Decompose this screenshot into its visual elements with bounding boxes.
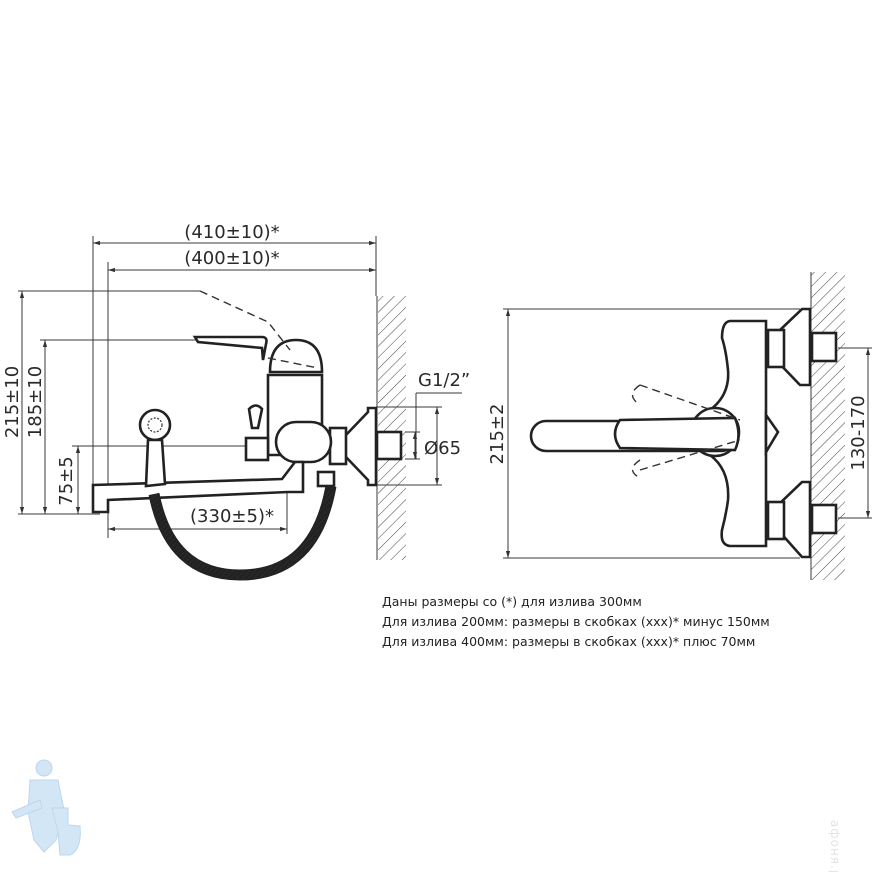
watermark: афоня.рф: [828, 820, 842, 872]
plumber-mascot-logo: [11, 759, 81, 856]
dim-330: (330±5)*: [190, 506, 274, 527]
dim-400: (400±10)*: [184, 248, 279, 269]
note-line-3: Для излива 400мм: размеры в скобках (xxx…: [382, 634, 756, 649]
dim-410: (410±10)*: [184, 222, 279, 243]
note-line-2: Для излива 200мм: размеры в скобках (xxx…: [382, 614, 770, 629]
thread-label: G1/2”: [418, 370, 470, 391]
side-view: (410±10)* (400±10)* 215±10 185±10 75±5 (…: [2, 222, 470, 581]
dim-185: 185±10: [25, 366, 46, 438]
front-view: 215±2 130-170: [487, 272, 872, 580]
dim-215: 215±10: [2, 366, 23, 438]
note-line-1: Даны размеры со (*) для излива 300мм: [382, 594, 642, 609]
dim-75: 75±5: [56, 456, 77, 505]
wall-hatch-left: [378, 296, 406, 560]
dim-215-front: 215±2: [487, 404, 508, 465]
dim-130-170: 130-170: [848, 395, 869, 470]
flange-diameter-label: Ø65: [424, 438, 461, 459]
